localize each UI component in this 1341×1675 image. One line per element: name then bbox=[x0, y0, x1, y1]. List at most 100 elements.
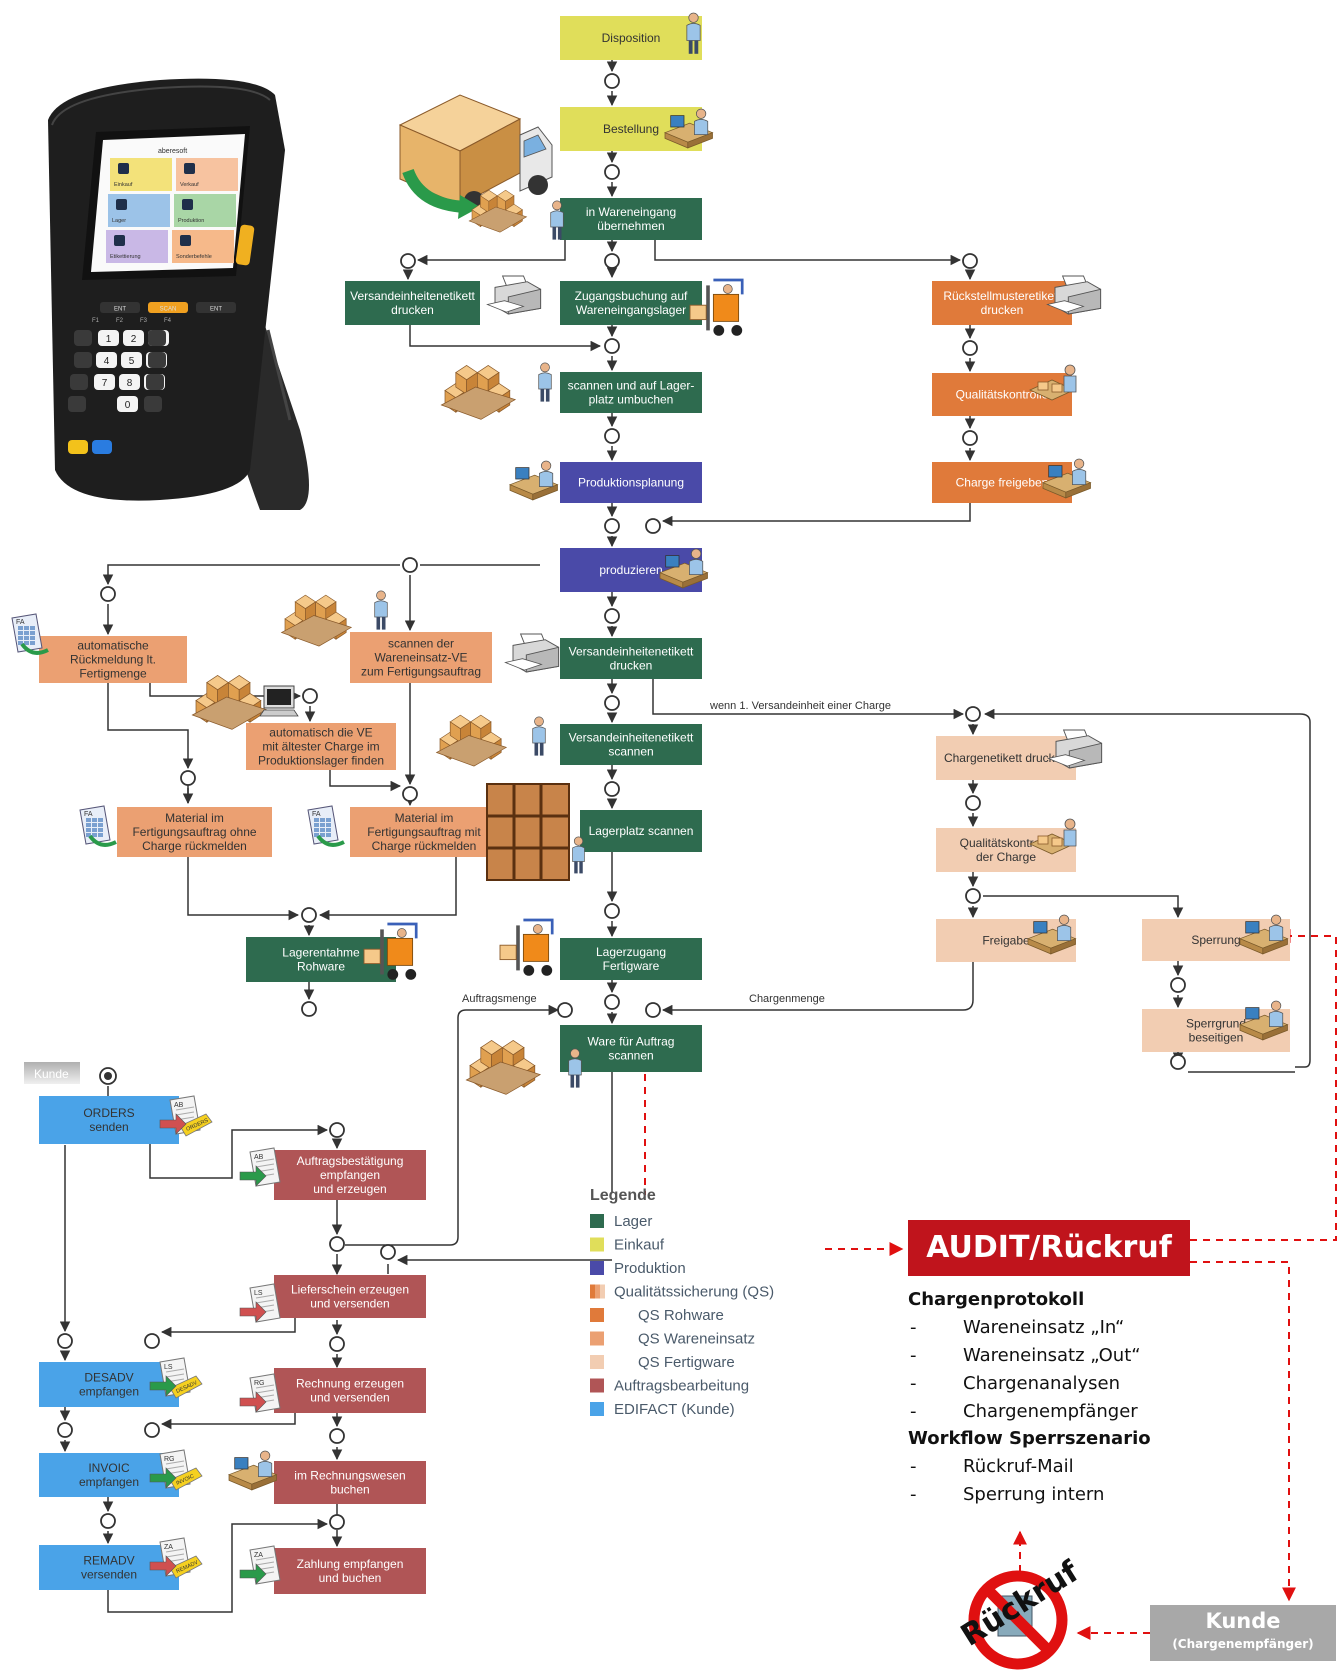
scannen-umbuchen-box-label-1: scannen und auf Lager- bbox=[568, 379, 695, 393]
audit-item: Sperrung intern bbox=[963, 1484, 1104, 1505]
scanner-fkey: F2 bbox=[116, 318, 124, 324]
legend-title: Legende bbox=[590, 1187, 656, 1204]
charge-freigeben-box-label-1: Charge freigeben bbox=[956, 476, 1049, 490]
kunde-tag-label: Kunde bbox=[34, 1067, 69, 1081]
start-node bbox=[99, 1067, 117, 1085]
audit-item: Chargenanalysen bbox=[963, 1373, 1120, 1394]
audit-dash: - bbox=[910, 1456, 917, 1477]
legend: Legende LagerEinkaufProduktionQualitätss… bbox=[590, 1187, 774, 1418]
scannen-wareneinsatz-box-label-1: scannen der bbox=[388, 637, 454, 651]
bestellung-box-label-1: Bestellung bbox=[603, 122, 659, 136]
desadv-box-label-2: empfangen bbox=[79, 1385, 139, 1399]
scanner-app-tile: Etikettierung bbox=[106, 230, 168, 263]
sperrgrund-box-label-1: Sperrgrund bbox=[1186, 1017, 1246, 1031]
lagerzugang-forklift-icon bbox=[499, 918, 554, 976]
material-ohne-charge-box-label-3: Charge rückmelden bbox=[142, 839, 247, 853]
scanner-fkey: F4 bbox=[164, 318, 172, 324]
scanner-key-label: SCAN bbox=[160, 307, 177, 313]
scanner-digit-key: 8 bbox=[127, 378, 133, 389]
edge-label-wenn-charge: wenn 1. Versandeinheit einer Charge bbox=[709, 700, 891, 712]
sperrung-box-label-1: Sperrung bbox=[1191, 933, 1240, 947]
kunde-chargenempfaenger-box: Kunde (Chargenempfänger) bbox=[1150, 1605, 1336, 1661]
legend-item-label: QS Fertigware bbox=[638, 1354, 735, 1371]
label-printer-icon bbox=[486, 275, 542, 315]
scanner-app-tile: Verkauf bbox=[176, 158, 238, 191]
storage-rack-icon bbox=[486, 783, 570, 881]
legend-item: QS Wareneinsatz bbox=[590, 1331, 755, 1348]
wareneingang-box-label-1: in Wareneingang bbox=[586, 205, 676, 219]
audit-item: Wareneinsatz „Out“ bbox=[963, 1345, 1141, 1366]
ls-doc-icon: LS bbox=[239, 1283, 281, 1323]
legend-item-label: Produktion bbox=[614, 1260, 686, 1277]
material-ohne-charge-box-label-1: Material im bbox=[165, 811, 224, 825]
rechnung-box-label-2: und versenden bbox=[310, 1391, 389, 1405]
charge-label-printer-icon bbox=[1047, 729, 1103, 769]
audit-item: Wareneinsatz „In“ bbox=[963, 1317, 1124, 1338]
auftragsbestaetigung-box-label-1: Auftragsbestätigung bbox=[297, 1154, 404, 1168]
scanner-digit-key: 4 bbox=[104, 356, 110, 367]
kunde-box-title: Kunde bbox=[1205, 1609, 1280, 1633]
ve-scan-boxes-icon bbox=[435, 714, 508, 767]
rueckstellmuster-box-label-1: Rückstellmusteretikett bbox=[943, 289, 1061, 303]
flow-nodes bbox=[57, 73, 1186, 1530]
qk-charge-box-label-1: Qualitätskontrolle bbox=[960, 836, 1053, 850]
qualitaetskontrolle-box-label-1: Qualitätskontrolle bbox=[956, 388, 1049, 402]
disposition-box-label-1: Disposition bbox=[602, 31, 661, 45]
scanner-brand: aberesoft bbox=[158, 148, 187, 155]
feedback-doc-icon-label: FA bbox=[16, 619, 25, 626]
scanner-key-label: ENT bbox=[210, 307, 222, 313]
pallet-boxes-icon bbox=[440, 364, 517, 420]
ab-doc-icon: AB bbox=[239, 1147, 281, 1187]
material-mit-charge-box-label-1: Material im bbox=[395, 811, 454, 825]
wareneinsatz-boxes-icon bbox=[280, 594, 353, 647]
desadv-doc-icon-label: LS bbox=[164, 1364, 173, 1371]
ware-fuer-auftrag-box-label-2: scannen bbox=[608, 1049, 653, 1063]
legend-item: Qualitätssicherung (QS) bbox=[590, 1284, 774, 1301]
orders-senden-box-label-2: senden bbox=[89, 1120, 128, 1134]
fa-doc-icon-1-label: FA bbox=[84, 811, 93, 818]
scannen-wareneinsatz-box-label-2: Wareneinsatz-VE bbox=[375, 651, 468, 665]
qualitaetskontrolle-box: Qualitätskontrolle bbox=[932, 373, 1072, 416]
sperrung-desk-icon bbox=[1238, 914, 1289, 955]
chargenetikett-drucken-box: Chargenetikett drucken bbox=[936, 736, 1076, 780]
warehouse-worker-icon bbox=[538, 362, 552, 402]
scanner-digit-key: 7 bbox=[102, 378, 108, 389]
quality-check-icon bbox=[1029, 364, 1077, 401]
scanner-tile-label: Lager bbox=[112, 218, 126, 224]
lagerplatz-scannen-box-label-1: Lagerplatz scannen bbox=[589, 824, 694, 838]
ware-fuer-auftrag-box-label-1: Ware für Auftrag bbox=[588, 1035, 675, 1049]
rueckstellmuster-box-label-2: drucken bbox=[981, 303, 1024, 317]
legend-item-label: Lager bbox=[614, 1213, 652, 1230]
scannen-umbuchen-box-label-2: platz umbuchen bbox=[589, 393, 674, 407]
scanner-app-tile: Sonderbefehle bbox=[172, 230, 234, 263]
legend-item: Einkauf bbox=[590, 1237, 665, 1254]
legend-item-label: QS Wareneinsatz bbox=[638, 1331, 755, 1348]
dispatcher-icon bbox=[686, 12, 701, 54]
lagerentnahme-box-label-2: Rohware bbox=[297, 960, 345, 974]
legend-item: QS Rohware bbox=[590, 1307, 724, 1324]
lagerplatz-scannen-box: Lagerplatz scannen bbox=[580, 810, 702, 852]
delivery-truck-icon bbox=[398, 94, 553, 219]
scanner-tile-label: Sonderbefehle bbox=[176, 254, 212, 260]
scanner-digit-key: 0 bbox=[125, 400, 131, 411]
zahlung-box-label-2: und buchen bbox=[319, 1571, 382, 1585]
lagerzugang-box-label-1: Lagerzugang bbox=[596, 945, 666, 959]
ve-etikett-scannen-box-label-1: Versandeinheitenetikett bbox=[569, 731, 694, 745]
audit-panel: AUDIT/Rückruf Chargenprotokoll -Warenein… bbox=[908, 1220, 1190, 1505]
production-stock-icon bbox=[191, 674, 268, 730]
